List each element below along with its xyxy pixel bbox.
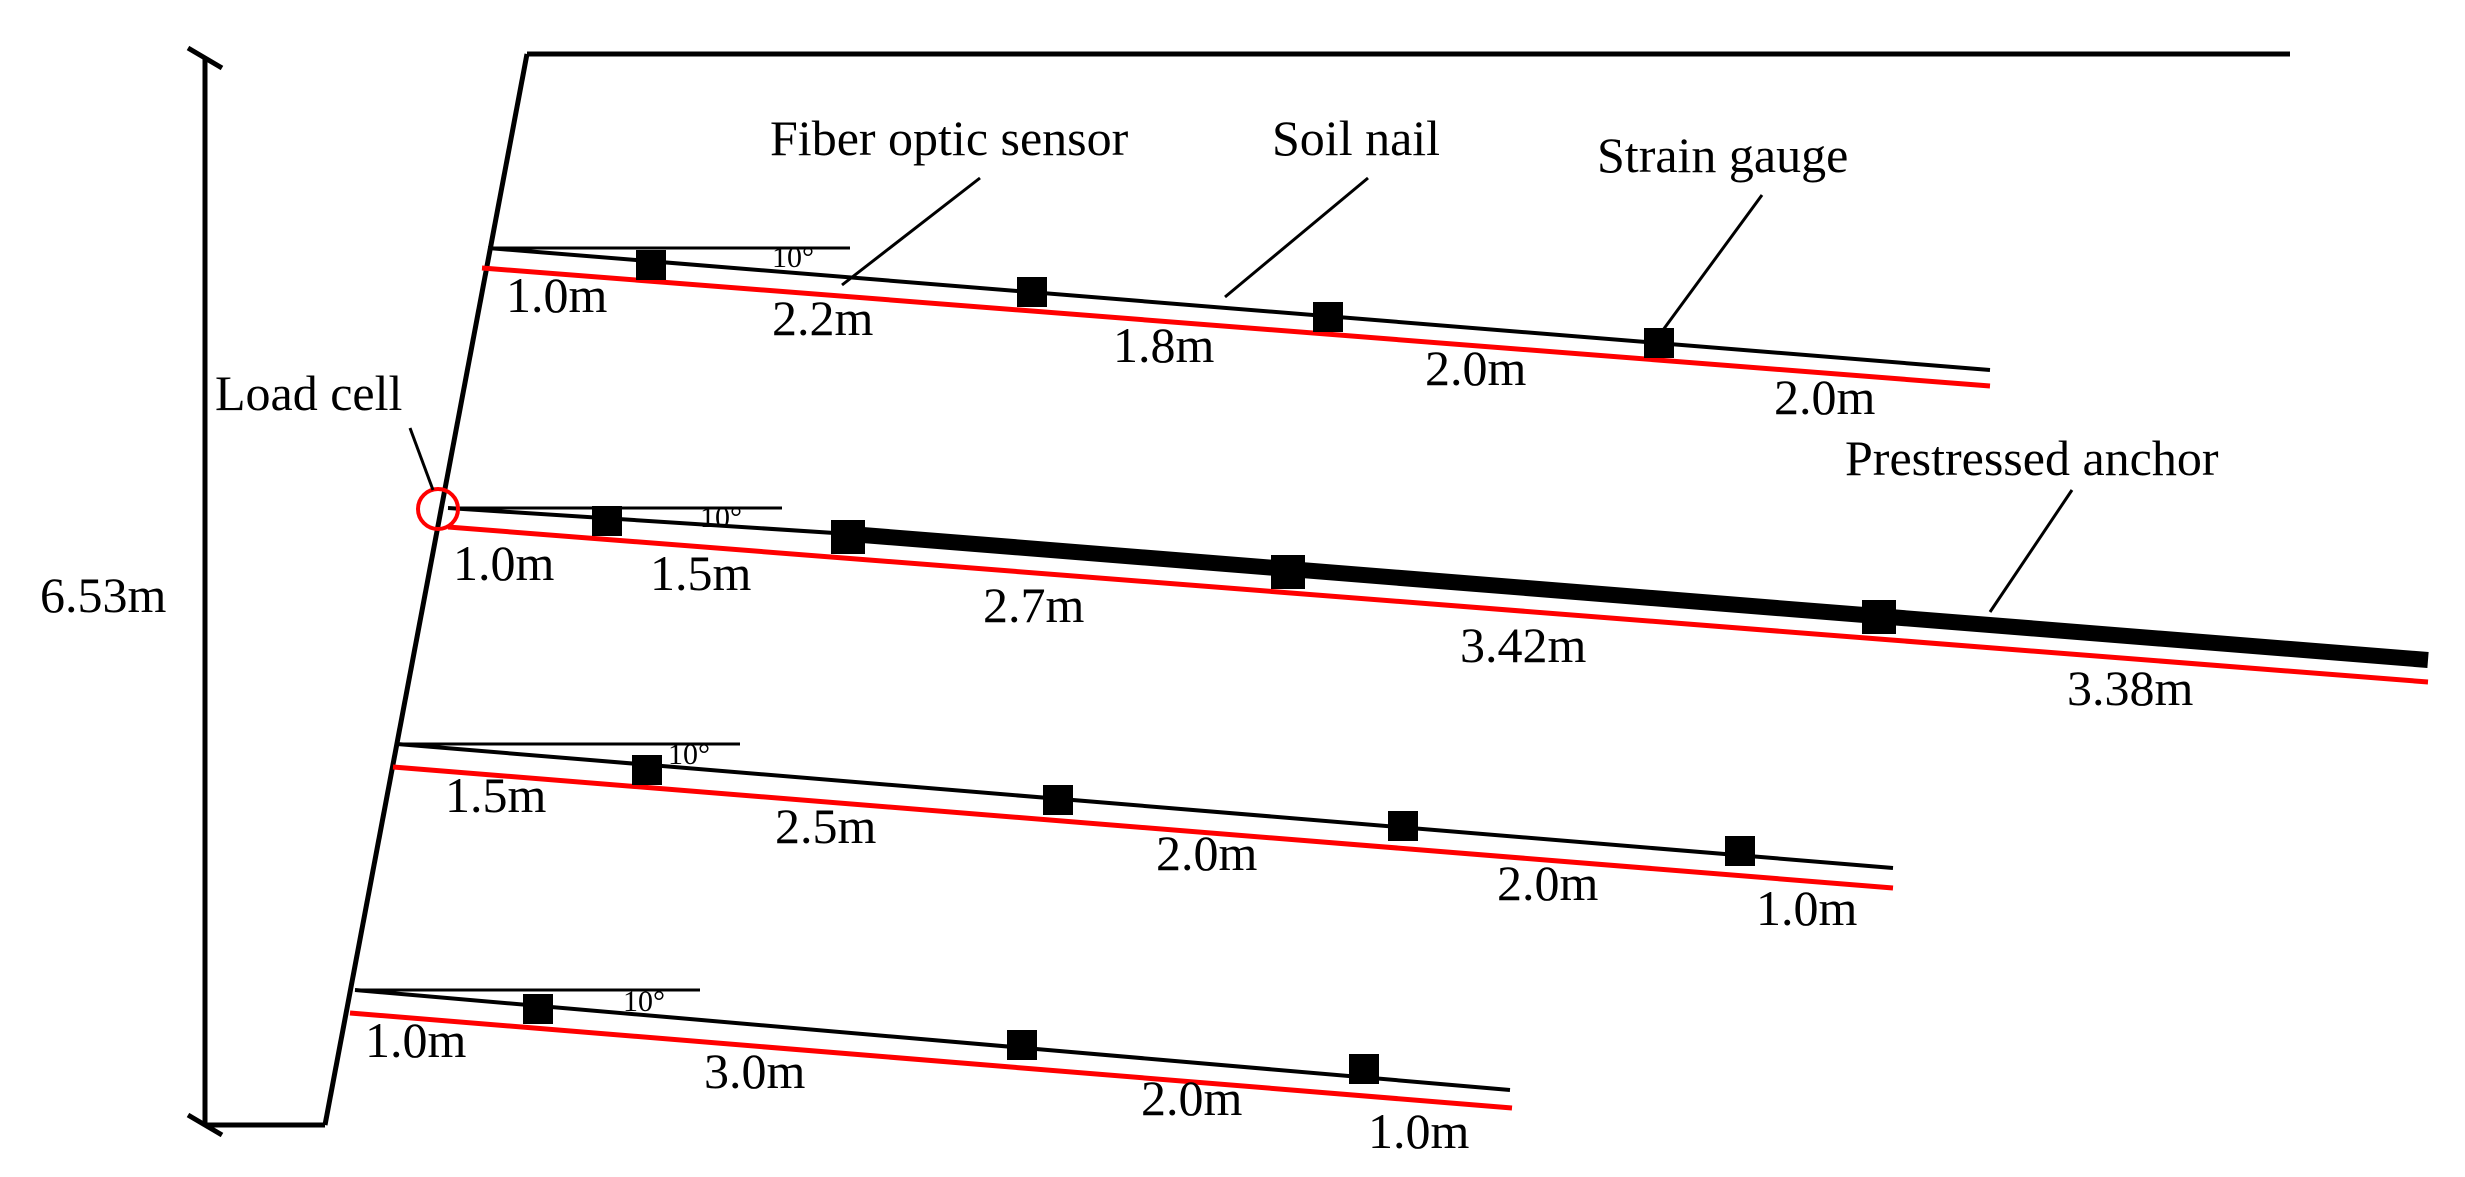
fiber-optic-line (349, 1010, 1513, 1111)
strain-gauge-marker (1007, 1030, 1037, 1060)
angle-label: 10° (668, 738, 710, 771)
strain-gauge-marker (1271, 555, 1305, 589)
strain-gauge-marker (1043, 785, 1073, 815)
fiber-optic-line (481, 265, 1991, 389)
fiber-optic-sensor-label: Fiber optic sensor (770, 110, 1129, 166)
segment-label: 2.0m (1497, 855, 1599, 911)
strain-gauge-marker (1017, 277, 1047, 307)
segment-label: 3.42m (1460, 617, 1587, 673)
segment-label: 2.5m (775, 798, 877, 854)
segment-label: 1.0m (1368, 1103, 1470, 1159)
fiber-optic-sensor-leader (841, 176, 981, 287)
segment-label: 2.2m (772, 290, 874, 346)
segment-label: 1.0m (453, 535, 555, 591)
soil-nail-bar (487, 246, 1991, 372)
soil-nail-bar (396, 742, 1894, 870)
anchor-free-section (447, 506, 851, 536)
strain-gauge-marker (523, 994, 553, 1024)
strain-gauge-marker (632, 755, 662, 785)
callouts: Fiber optic sensor Soil nail Strain gaug… (215, 110, 2219, 613)
strain-gauge-marker (1313, 302, 1343, 332)
anchor-bonded-section (849, 526, 2429, 668)
fiber-optic-line (447, 524, 2429, 685)
soil-nail-leader (1224, 176, 1369, 299)
height-dimension (186, 45, 224, 1138)
segment-label: 1.5m (445, 767, 547, 823)
segment-label: 1.0m (506, 267, 608, 323)
angle-label: 10° (700, 501, 742, 534)
soil-nail-row-4: 10° 1.0m 3.0m 2.0m 1.0m (349, 985, 1513, 1159)
strain-gauge-marker (592, 506, 622, 536)
strain-gauge-marker (1862, 600, 1896, 634)
segment-label: 2.0m (1425, 340, 1527, 396)
soil-nail-row-3: 10° 1.5m 2.5m 2.0m 2.0m 1.0m (392, 738, 1894, 936)
soil-nail-row-1: 10° 1.0m 2.2m 1.8m 2.0m 2.0m (481, 241, 1991, 425)
load-cell-leader (408, 427, 435, 491)
prestressed-anchor-label: Prestressed anchor (1845, 430, 2219, 486)
segment-label: 1.8m (1113, 317, 1215, 373)
segment-label: 2.0m (1156, 825, 1258, 881)
segment-label: 2.0m (1141, 1070, 1243, 1126)
strain-gauge-marker (1388, 811, 1418, 841)
strain-gauge-leader (1661, 194, 1764, 331)
segment-label: 3.0m (704, 1043, 806, 1099)
segment-label: 3.38m (2067, 660, 2194, 716)
slope-face (322, 53, 530, 1126)
prestressed-anchor-leader (1988, 489, 2074, 613)
strain-gauge-marker (1349, 1054, 1379, 1084)
strain-gauge-marker (1725, 836, 1755, 866)
load-cell-marker (416, 487, 460, 531)
strain-gauge-marker (831, 520, 865, 554)
height-label: 6.53m (40, 567, 167, 623)
prestressed-anchor-row: 10° 1.0m 1.5m 2.7m 3.42m 3.38m (416, 487, 2429, 716)
angle-label: 10° (772, 241, 814, 274)
strain-gauge-marker (1644, 328, 1674, 358)
segment-label: 1.0m (365, 1012, 467, 1068)
segment-label: 1.5m (650, 545, 752, 601)
fiber-optic-line (392, 764, 1894, 891)
soil-nail-label: Soil nail (1272, 110, 1440, 166)
segment-label: 2.7m (983, 577, 1085, 633)
strain-gauge-marker (636, 250, 666, 280)
strain-gauge-label: Strain gauge (1597, 127, 1848, 183)
load-cell-label: Load cell (215, 365, 402, 421)
angle-label: 10° (623, 985, 665, 1018)
segment-label: 2.0m (1774, 369, 1876, 425)
segment-label: 1.0m (1756, 880, 1858, 936)
